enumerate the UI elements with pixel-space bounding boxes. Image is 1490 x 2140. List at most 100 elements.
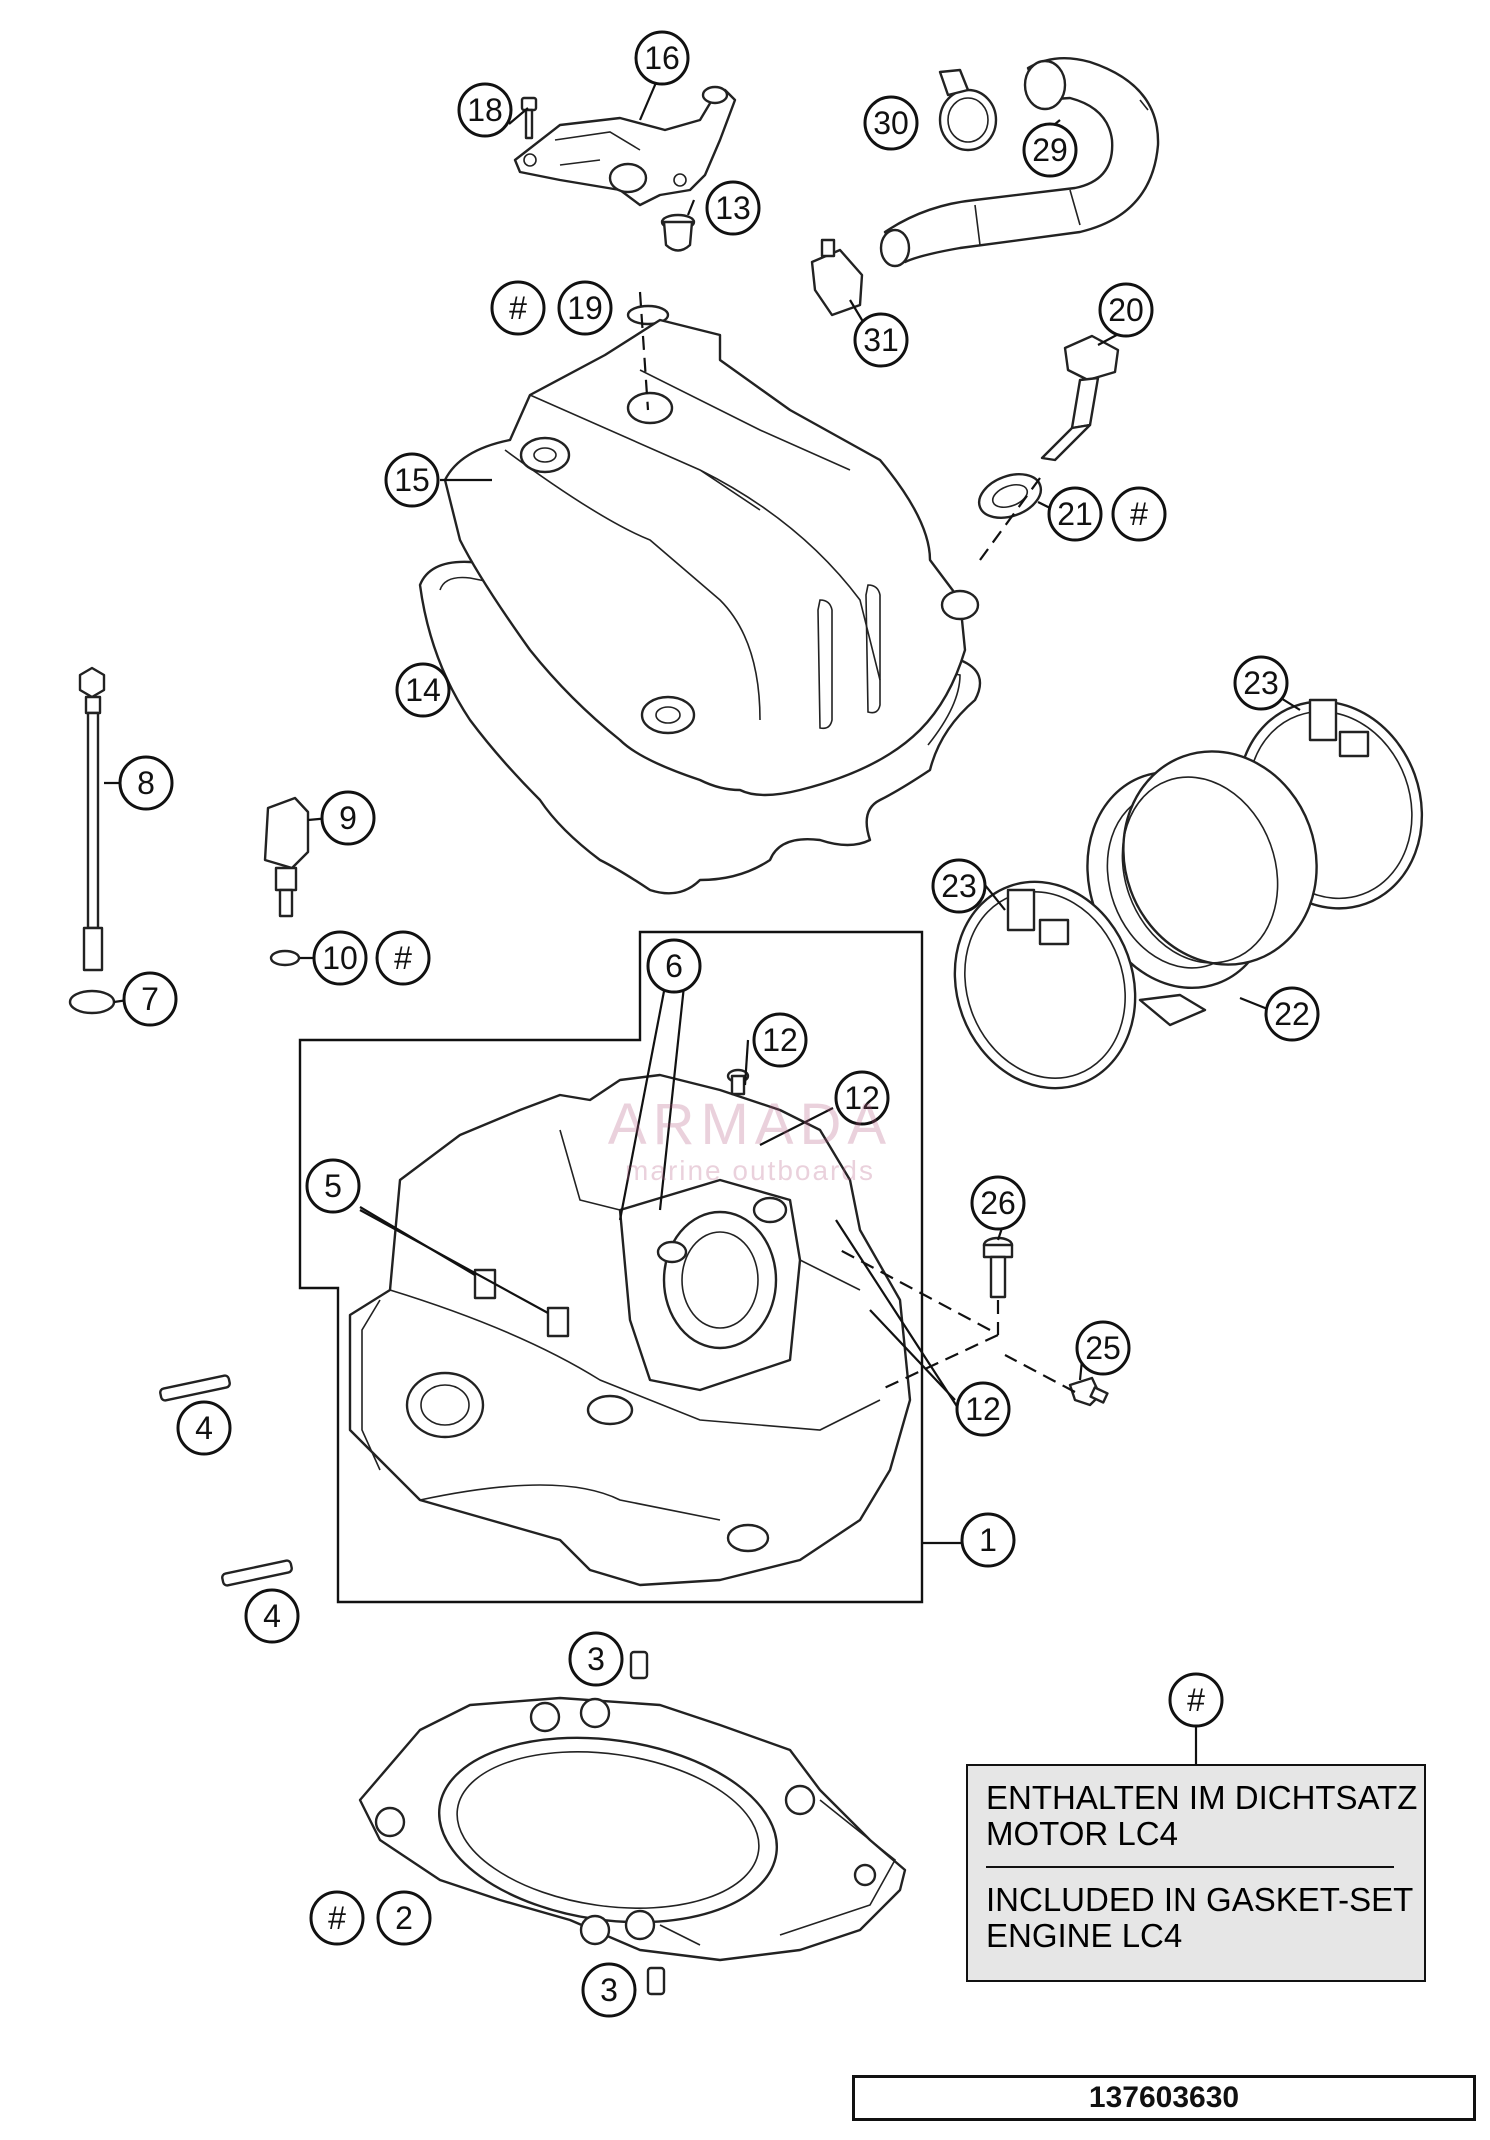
callout-7: 7 [122,971,178,1027]
callout-legend-hash-label: # [1187,1682,1205,1718]
callout-9: 9 [320,790,376,846]
callout-20-label: 20 [1108,292,1144,328]
callout-3-upper: 3 [568,1631,624,1687]
callout-26-label: 26 [980,1185,1016,1221]
legend-divider [986,1866,1394,1868]
callout-21-hash: # [1111,486,1167,542]
callout-4-upper: 4 [176,1400,232,1456]
callout-30-label: 30 [873,105,909,141]
callout-10: 10 [312,930,368,986]
callout-23-lower-label: 23 [941,868,977,904]
callout-16: 16 [634,30,690,86]
watermark-line-1: ARMADA [607,1092,893,1157]
callout-31: 31 [853,312,909,368]
callout-3-lower-label: 3 [600,1972,618,2008]
callout-4-lower-label: 4 [263,1598,281,1634]
callout-30: 30 [863,95,919,151]
callout-1: 1 [960,1512,1016,1568]
callout-7-label: 7 [141,981,159,1017]
part-cylinder-head-1 [348,1073,912,1587]
part-o-ring-19 [626,304,670,326]
callout-14: 14 [395,662,451,718]
callout-5-label: 5 [324,1168,342,1204]
callout-23-lower: 23 [931,858,987,914]
callout-15-label: 15 [394,462,430,498]
document-number: 137603630 [852,2075,1476,2121]
callout-1-label: 1 [979,1522,997,1558]
callout-18-label: 18 [467,92,503,128]
callout-5: 5 [305,1158,361,1214]
cylinder-head-frame [298,930,924,1604]
callout-9-label: 9 [339,800,357,836]
part-bolt-20 [1040,334,1120,462]
callout-6: 6 [646,938,702,994]
callout-3-lower: 3 [581,1962,637,2018]
part-thermostat-housing [513,85,737,207]
part-temp-sensor-9 [263,796,310,918]
callout-13: 13 [705,180,761,236]
callout-10-hash: # [375,930,431,986]
callout-2: 2 [376,1890,432,1946]
callout-19-hash: # [490,280,546,336]
part-valve-cover-15 [443,318,980,797]
callout-4-lower: 4 [244,1588,300,1644]
callout-2-hash-label: # [328,1900,346,1936]
callout-31-label: 31 [863,322,899,358]
callout-2-label: 2 [395,1900,413,1936]
part-seal-21 [977,473,1043,519]
callout-8-label: 8 [137,765,155,801]
callout-21-label: 21 [1057,496,1093,532]
part-head-gasket-2 [358,1696,907,1962]
part-washer-7 [68,989,116,1015]
callout-26: 26 [970,1175,1026,1231]
part-o-ring-10 [269,949,301,967]
part-dowel-3-upper [629,1650,649,1680]
callout-20: 20 [1098,282,1154,338]
callout-29-label: 29 [1032,132,1068,168]
legend-en-line-1: INCLUDED IN GASKET-SET [986,1881,1414,1918]
callout-4-upper-label: 4 [195,1410,213,1446]
legend-de-line-2: MOTOR LC4 [986,1815,1178,1852]
callout-12-a-label: 12 [762,1022,798,1058]
callout-10-label: 10 [322,940,358,976]
callout-12-b: 12 [834,1070,890,1126]
watermark-line-2: marine outboards [625,1155,875,1186]
callout-23-upper-label: 23 [1243,665,1279,701]
callout-25: 25 [1075,1320,1131,1376]
callout-16-label: 16 [644,40,680,76]
gasket-set-legend: ENTHALTEN IM DICHTSATZ MOTOR LC4 INCLUDE… [966,1764,1426,1982]
callout-12-c: 12 [955,1381,1011,1437]
callout-2-hash: # [309,1890,365,1946]
watermark: ARMADA marine outboards [590,1095,910,1187]
part-nozzle-25 [1068,1376,1109,1407]
part-pin-4-upper [159,1374,231,1402]
callout-19-hash-label: # [509,290,527,326]
callout-8: 8 [118,755,174,811]
callout-29: 29 [1022,122,1078,178]
part-clamp-23-lower [953,880,1137,1090]
callout-22: 22 [1264,986,1320,1042]
part-hose-clamp-30 [938,68,998,152]
callout-12-c-label: 12 [965,1391,1001,1427]
part-intake-flange-22 [1086,750,1318,1027]
part-screw-18 [520,96,538,140]
callout-12-a: 12 [752,1012,808,1068]
callout-13-label: 13 [715,190,751,226]
callout-21: 21 [1047,486,1103,542]
part-plug-13 [660,213,696,252]
callout-3-upper-label: 3 [587,1641,605,1677]
callout-25-label: 25 [1085,1330,1121,1366]
callout-18: 18 [457,82,513,138]
callout-21-hash-label: # [1130,496,1148,532]
callout-19-label: 19 [567,290,603,326]
part-coolant-hose-29 [879,57,1160,268]
part-bolt-26 [982,1236,1014,1299]
callout-12-b-label: 12 [844,1080,880,1116]
callout-6-label: 6 [665,948,683,984]
part-connector-31 [810,238,864,317]
legend-de-line-1: ENTHALTEN IM DICHTSATZ [986,1779,1418,1816]
legend-en-line-2: ENGINE LC4 [986,1917,1183,1954]
callout-23-upper: 23 [1233,655,1289,711]
callout-19: 19 [557,280,613,336]
